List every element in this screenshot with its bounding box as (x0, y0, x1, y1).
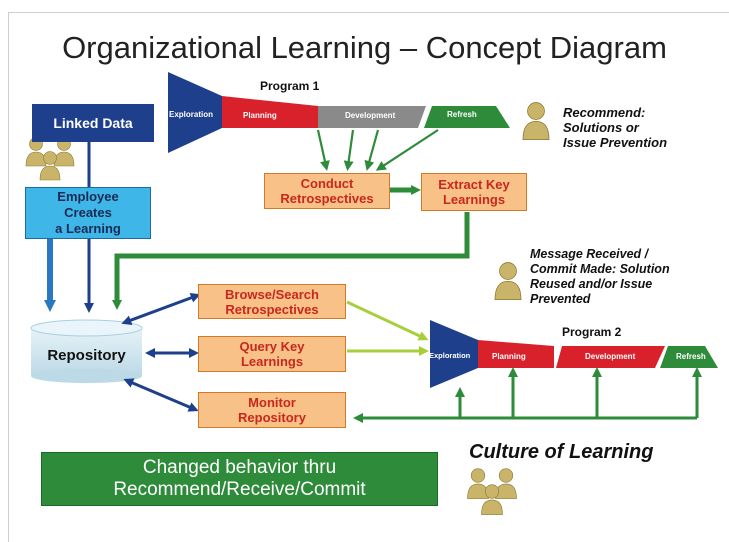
p2-planning-segment (478, 340, 554, 368)
changed-behavior-box: Changed behavior thru Recommend/Receive/… (41, 452, 438, 506)
browse-search-retrospectives-box: Browse/Search Retrospectives (198, 284, 346, 319)
p1-planning-segment (222, 96, 318, 128)
recommend-line-3: Issue Prevention (563, 135, 668, 150)
extract-line-1: Extract Key (438, 177, 510, 192)
extract-to-repository-arrow (112, 212, 470, 310)
message-line-1: Message Received / (530, 247, 649, 261)
person-icon (522, 102, 550, 140)
program2-to-monitor-arrows (353, 367, 702, 423)
p1-planning-label: Planning (243, 111, 277, 120)
page-title: Organizational Learning – Concept Diagra… (62, 30, 667, 65)
p1-development-label: Development (345, 111, 396, 120)
monitor-repository-box: Monitor Repository (198, 392, 346, 428)
p2-exploration-label: Exploration (429, 351, 471, 360)
conduct-line-1: Conduct (300, 176, 354, 191)
monitor-line-2: Repository (238, 410, 306, 425)
repository-label: Repository (47, 346, 126, 364)
program1-pipeline (168, 72, 510, 153)
query-line-2: Learnings (240, 354, 304, 369)
people-group-icon (467, 468, 517, 515)
extract-key-learnings-box: Extract Key Learnings (421, 173, 527, 211)
monitor-line-1: Monitor (248, 395, 296, 410)
program1-label: Program 1 (260, 79, 320, 93)
p2-exploration-funnel (430, 320, 478, 388)
browse-line-2: Retrospectives (225, 301, 319, 317)
people-group-icon (25, 137, 75, 181)
query-line-1: Query Key (239, 339, 305, 354)
employee-creates-learning-box: Employee Creates a Learning (25, 187, 151, 239)
program2-label: Program 2 (562, 325, 622, 339)
p1-exploration-funnel (168, 72, 222, 153)
p2-refresh-segment (660, 346, 718, 368)
repository-cylinder (30, 319, 143, 383)
linked-data-box: Linked Data (32, 104, 154, 142)
p1-feedback-arrows (316, 129, 439, 171)
extract-line-2: Learnings (442, 192, 506, 207)
employee-line-3: a Learning (55, 221, 121, 236)
changed-line-2: Recommend/Receive/Commit (113, 479, 366, 500)
recommend-text: Recommend: Solutions or Issue Prevention (563, 105, 667, 150)
p2-development-label: Development (585, 352, 636, 361)
message-line-4: Prevented (530, 292, 591, 306)
p1-exploration-label: Exploration (169, 110, 214, 119)
program2-pipeline (430, 320, 718, 388)
changed-line-1: Changed behavior thru (142, 457, 337, 478)
message-line-3: Reused and/or Issue (530, 277, 653, 291)
p1-refresh-segment (424, 106, 510, 128)
person-icon (494, 262, 522, 300)
browse-line-1: Browse/Search (225, 286, 319, 302)
frame-left-line (8, 12, 9, 542)
recommend-line-1: Recommend: (563, 105, 646, 120)
employee-line-1: Employee (57, 189, 119, 204)
query-key-learnings-box: Query Key Learnings (198, 336, 346, 372)
recommend-line-2: Solutions or (563, 120, 639, 135)
p1-development-segment (318, 106, 426, 128)
conduct-retrospectives-box: Conduct Retrospectives (264, 173, 390, 209)
p2-development-segment (556, 346, 665, 368)
p2-planning-label: Planning (492, 352, 526, 361)
p2-refresh-label: Refresh (676, 352, 706, 361)
actions-to-program2-arrows (346, 300, 429, 356)
message-line-2: Commit Made: Solution (530, 262, 670, 276)
repository-action-arrows (121, 293, 201, 412)
message-received-text: Message Received / Commit Made: Solution… (530, 247, 670, 307)
employee-line-2: Creates (64, 205, 112, 220)
culture-of-learning-text: Culture of Learning (469, 441, 654, 463)
p1-refresh-label: Refresh (447, 110, 477, 119)
conduct-line-2: Retrospectives (280, 191, 374, 206)
frame-top-line (8, 12, 729, 13)
